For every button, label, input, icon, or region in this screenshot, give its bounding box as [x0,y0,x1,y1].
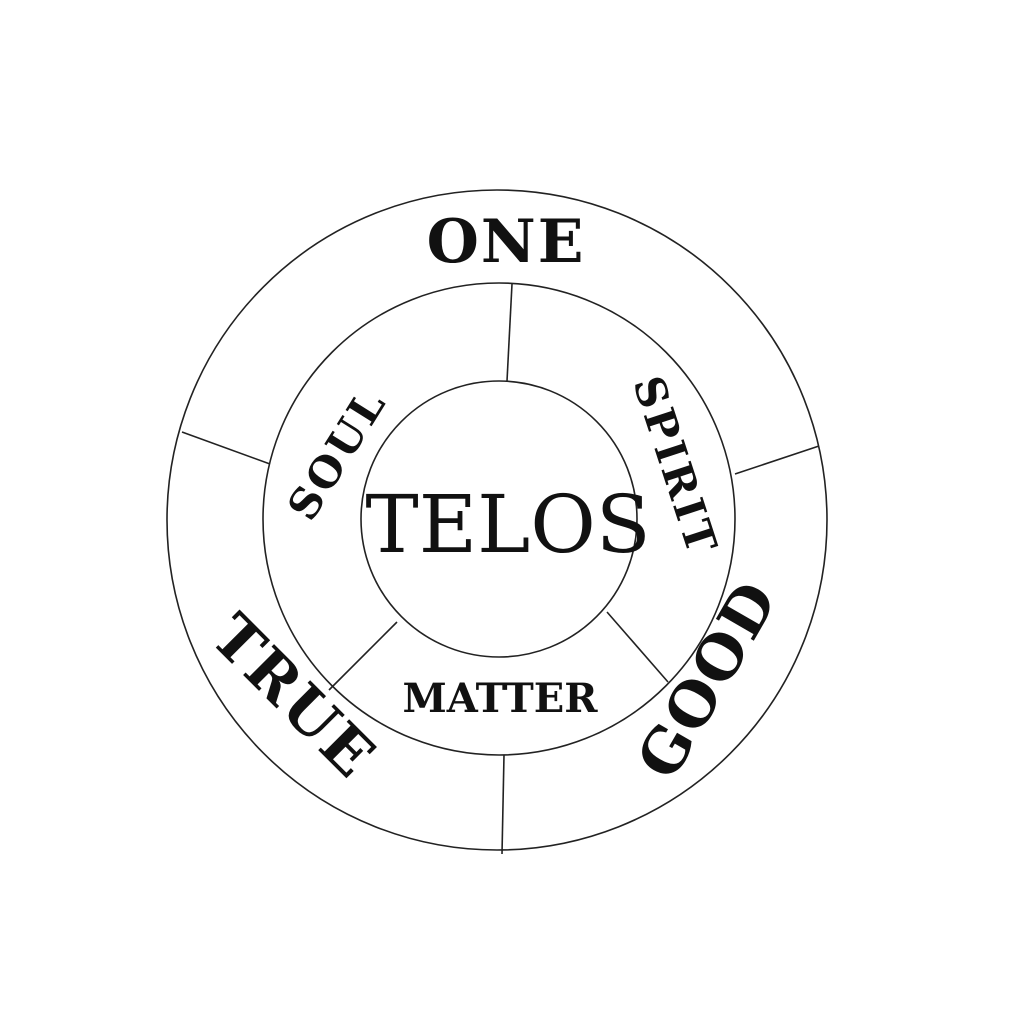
middle-ring [262,282,736,756]
label-matter: MATTER [403,675,599,722]
label-true: TRUE [198,601,389,792]
outer-divider-bottom [501,754,505,855]
outer-divider-left [181,431,271,465]
outer-divider-right [734,445,820,475]
middle-divider-top [506,283,513,382]
middle-divider-left [328,621,398,691]
outer-ring [166,189,828,851]
label-one: ONE [427,207,586,277]
label-telos: TELOS [365,478,650,571]
middle-divider-right [606,611,669,683]
label-good: GOOD [624,569,793,791]
inner-circle [360,380,638,658]
